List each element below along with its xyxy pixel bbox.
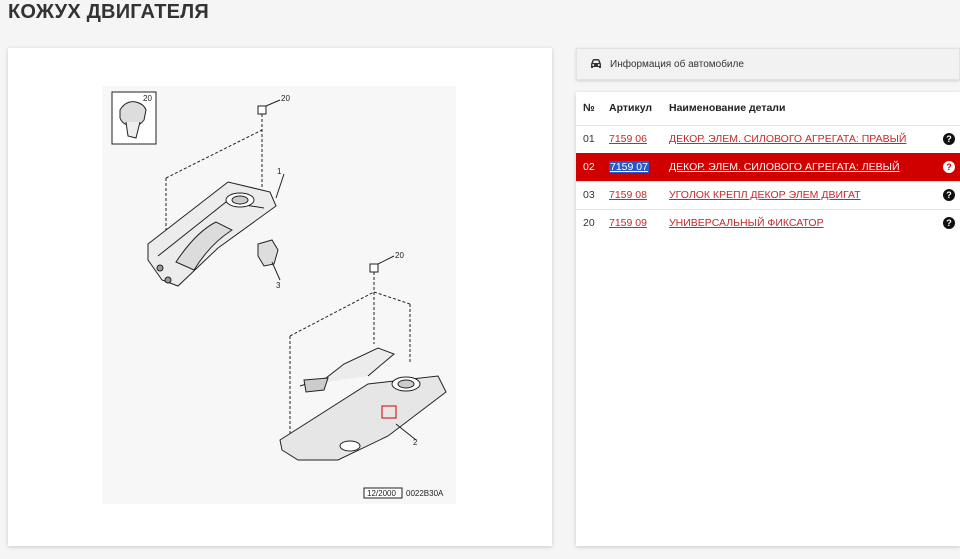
callout-clip-lower: 20 [395,251,404,260]
article-link[interactable]: 7159 07 [609,161,649,173]
clip-top[interactable] [257,105,267,115]
header-help [936,92,960,125]
callout-cover: 2 [413,438,418,447]
part-name-link[interactable]: УНИВЕРСАЛЬНЫЙ ФИКСАТОР [669,217,824,230]
question-icon[interactable]: ? [943,217,955,230]
bracket-part[interactable] [257,239,279,267]
car-icon [591,59,601,68]
diagram-background [102,86,456,504]
callout-shroud: 1 [277,167,282,176]
table-row[interactable]: 03 7159 08 УГОЛОК КРЕПЛ ДЕКОР ЭЛЕМ ДВИГА… [576,180,960,209]
article-link[interactable]: 7159 08 [609,189,647,201]
diagram-date-code: 12/2000 [367,489,396,498]
parts-list-panel: № Артикул Наименование детали 01 7159 06… [576,92,960,546]
part-name-link[interactable]: ДЕКОР. ЭЛЕМ. СИЛОВОГО АГРЕГАТА: ЛЕВЫЙ [669,161,900,173]
header-no: № [583,102,595,115]
table-row-selected[interactable]: 02 7159 07 ДЕКОР. ЭЛЕМ. СИЛОВОГО АГРЕГАТ… [576,152,960,181]
row-number: 01 [576,124,602,153]
part-name-link[interactable]: УГОЛОК КРЕПЛ ДЕКОР ЭЛЕМ ДВИГАТ [669,189,861,201]
question-icon[interactable]: ? [943,189,955,201]
header-name: Наименование детали [669,102,786,115]
callout-insert: 20 [143,94,152,103]
callout-clip-top: 20 [281,94,290,103]
lower-cover[interactable] [279,347,447,461]
table-row[interactable]: 20 7159 09 УНИВЕРСАЛЬНЫЙ ФИКСАТОР ? [576,208,960,237]
parts-diagram: 20 20 1 3 [102,86,456,504]
diagram-number-code: 0022B30A [406,489,444,498]
page-title: КОЖУХ ДВИГАТЕЛЯ [8,1,209,23]
part-name-link[interactable]: ДЕКОР. ЭЛЕМ. СИЛОВОГО АГРЕГАТА: ПРАВЫЙ [669,133,907,145]
car-info-label: Информация об автомобиле [610,58,744,70]
article-link[interactable]: 7159 09 [609,217,647,230]
question-icon[interactable]: ? [943,133,955,145]
table-header-row: № Артикул Наименование детали [576,92,960,125]
row-number: 03 [576,180,602,209]
parts-table: № Артикул Наименование детали 01 7159 06… [576,92,960,237]
date-code-box [363,487,403,499]
table-row[interactable]: 01 7159 06 ДЕКОР. ЭЛЕМ. СИЛОВОГО АГРЕГАТ… [576,124,960,153]
row-number: 20 [576,208,602,237]
car-info-button[interactable]: Информация об автомобиле [576,48,960,80]
insert-detail[interactable] [111,91,157,145]
article-link[interactable]: 7159 06 [609,133,647,145]
header-article: Артикул [609,102,653,115]
question-icon[interactable]: ? [943,161,955,173]
upper-shroud[interactable] [147,181,277,287]
callout-bracket: 3 [276,281,281,290]
parts-diagram-panel: 20 20 1 3 [8,48,552,546]
row-number: 02 [576,152,602,181]
clip-lower[interactable] [369,263,379,273]
